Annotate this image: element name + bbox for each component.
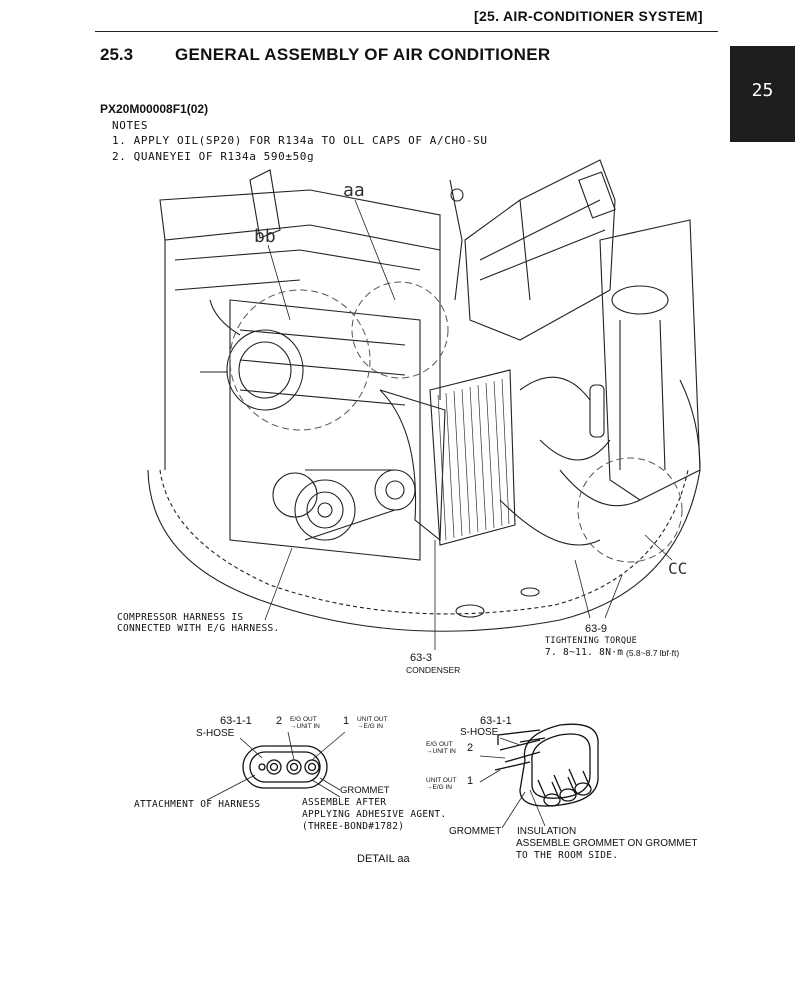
part-63-9-number: 63-9 bbox=[585, 623, 608, 635]
detail-left-assemble-2: APPLYING ADHESIVE AGENT. bbox=[302, 809, 447, 820]
section-title: GENERAL ASSEMBLY OF AIR CONDITIONER bbox=[175, 45, 551, 64]
chapter-tab: 25 bbox=[730, 46, 795, 142]
note-1: 1. APPLY OIL(SP20) FOR R134a TO OLL CAPS… bbox=[112, 134, 488, 147]
detail-left-assemble-3: (THREE-BOND#1782) bbox=[302, 821, 405, 832]
detail-right-insulation: INSULATION bbox=[517, 826, 577, 837]
detail-right-port1-label: UNIT OUT→E/G IN bbox=[426, 777, 457, 791]
detail-left-attach: ATTACHMENT OF HARNESS bbox=[134, 799, 261, 810]
chapter-header: [25. AIR-CONDITIONER SYSTEM] bbox=[474, 8, 703, 24]
detail-marker-bb: bb bbox=[254, 226, 276, 247]
chapter-tab-number: 25 bbox=[751, 80, 774, 101]
detail-right-port2-label: E/G OUT→UNIT IN bbox=[426, 741, 456, 755]
detail-right-part: 63-1-1 bbox=[480, 715, 512, 727]
detail-left-port2-num: 2 bbox=[276, 715, 283, 727]
detail-left-part: 63-1-1 bbox=[220, 715, 252, 727]
detail-left-grommet: GROMMET bbox=[340, 785, 390, 796]
part-63-3-number: 63-3 bbox=[410, 652, 433, 664]
detail-marker-cc: CC bbox=[668, 559, 688, 578]
detail-right-port2-num: 2 bbox=[467, 742, 474, 754]
detail-right-note-1: ASSEMBLE GROMMET ON GROMMET bbox=[516, 838, 698, 849]
detail-left-port1-num: 1 bbox=[343, 715, 350, 727]
compressor-note-line1: COMPRESSOR HARNESS IS bbox=[117, 612, 244, 623]
header-rule bbox=[95, 31, 718, 32]
section-number: 25.3 bbox=[100, 45, 134, 64]
detail-right-grommet: GROMMET bbox=[449, 826, 502, 837]
part-63-9-torque: 7. 8~11. 8N·m bbox=[545, 647, 624, 658]
detail-left-port1-label: UNIT OUT→E/G IN bbox=[357, 716, 388, 730]
detail-left-port2-label: E/G OUT→UNIT IN bbox=[290, 716, 320, 730]
part-63-3-label: CONDENSER bbox=[406, 665, 461, 675]
part-63-9-torque-imperial: (5.8~8.7 lbf·ft) bbox=[626, 648, 680, 658]
detail-aa-caption: DETAIL aa bbox=[357, 853, 410, 865]
detail-left-hose: S-HOSE bbox=[196, 728, 235, 739]
part-63-9-label: TIGHTENING TORQUE bbox=[545, 636, 638, 646]
detail-left-assemble-1: ASSEMBLE AFTER bbox=[302, 797, 387, 808]
detail-right-note-2: TO THE ROOM SIDE. bbox=[516, 850, 619, 861]
detail-right-hose: S-HOSE bbox=[460, 727, 499, 738]
part-number: PX20M00008F1(02) bbox=[100, 102, 209, 116]
note-2: 2. QUANEYEI OF R134a 590±50g bbox=[112, 150, 315, 163]
detail-right-port1-num: 1 bbox=[467, 775, 474, 787]
detail-marker-aa: aa bbox=[343, 180, 365, 201]
notes-heading: NOTES bbox=[112, 119, 149, 132]
compressor-note-line2: CONNECTED WITH E/G HARNESS. bbox=[117, 623, 280, 634]
